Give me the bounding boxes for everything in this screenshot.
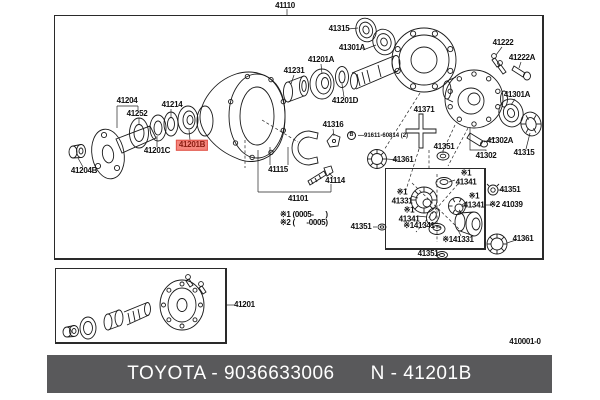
part-label[interactable]: 41101 xyxy=(287,193,309,203)
part-label[interactable]: ※141341 xyxy=(403,220,435,230)
bolt-ref-label: B —91611-60814 (2) xyxy=(347,131,408,140)
part-label[interactable]: 41315 xyxy=(328,23,350,33)
part-label[interactable]: 41110 xyxy=(275,0,295,10)
part-label[interactable]: 41201D xyxy=(331,95,359,105)
part-label[interactable]: 41361 xyxy=(392,154,414,164)
part-label[interactable]: ※2 41039 xyxy=(489,199,523,209)
part-label[interactable]: 41222A xyxy=(508,52,536,62)
part-label[interactable]: ※1 41341 xyxy=(463,191,485,209)
part-label[interactable]: 41214 xyxy=(161,99,183,109)
part-label[interactable]: 41204 xyxy=(116,95,138,105)
diagram-note: ※2 ( -0005) xyxy=(280,217,328,227)
part-label[interactable]: 41201A xyxy=(307,54,335,64)
part-label[interactable]: 41252 xyxy=(126,108,148,118)
part-label[interactable]: 41115 xyxy=(268,164,288,174)
diagram-main-frame xyxy=(54,15,544,260)
part-label[interactable]: 41302A xyxy=(486,135,514,145)
part-label[interactable]: 41361 xyxy=(512,233,534,243)
part-label[interactable]: 41204B xyxy=(70,165,98,175)
part-label[interactable]: ※141331 xyxy=(442,234,474,244)
drive-pinion-inset-frame xyxy=(55,268,227,344)
footer-part-bar: TOYOTA - 9036633006 N - 41201B xyxy=(47,355,552,393)
part-label[interactable]: 41301A xyxy=(338,42,366,52)
part-label[interactable]: 41351 xyxy=(499,184,521,194)
diagram-note: ※1 (0005- ) xyxy=(280,209,328,219)
footer-brand-part-number: TOYOTA - 9036633006 xyxy=(127,363,335,384)
footer-ref-number: N - 41201B xyxy=(370,363,472,384)
part-label[interactable]: 41371 xyxy=(413,104,435,114)
diagram-note: 410001-0 xyxy=(509,336,541,346)
part-label[interactable]: 41201 xyxy=(234,299,255,309)
part-label[interactable]: ※1 41341 xyxy=(455,168,477,186)
part-label[interactable]: 41315 xyxy=(513,147,535,157)
part-label[interactable]: 41301A xyxy=(503,89,531,99)
part-label[interactable]: ※1 41331 xyxy=(391,187,413,205)
part-label[interactable]: 41231 xyxy=(283,65,305,75)
diff-gear-kit-inset-frame xyxy=(385,168,486,250)
part-label[interactable]: ※1 41341 xyxy=(398,205,420,223)
part-label[interactable]: 41302 xyxy=(475,150,497,160)
part-label-highlighted[interactable]: 41201B xyxy=(175,139,209,151)
part-label[interactable]: 41351 xyxy=(433,141,455,151)
part-label[interactable]: 41351 xyxy=(417,248,439,258)
part-label[interactable]: 41222 xyxy=(492,37,514,47)
circled-b-icon: B xyxy=(347,131,356,140)
part-label[interactable]: 41114 xyxy=(325,175,345,185)
part-label[interactable]: 41201C xyxy=(143,145,171,155)
part-label[interactable]: 41316 xyxy=(322,119,344,129)
part-label[interactable]: 41351 xyxy=(350,221,372,231)
bolt-ref-number: —91611-60814 (2) xyxy=(358,132,409,139)
